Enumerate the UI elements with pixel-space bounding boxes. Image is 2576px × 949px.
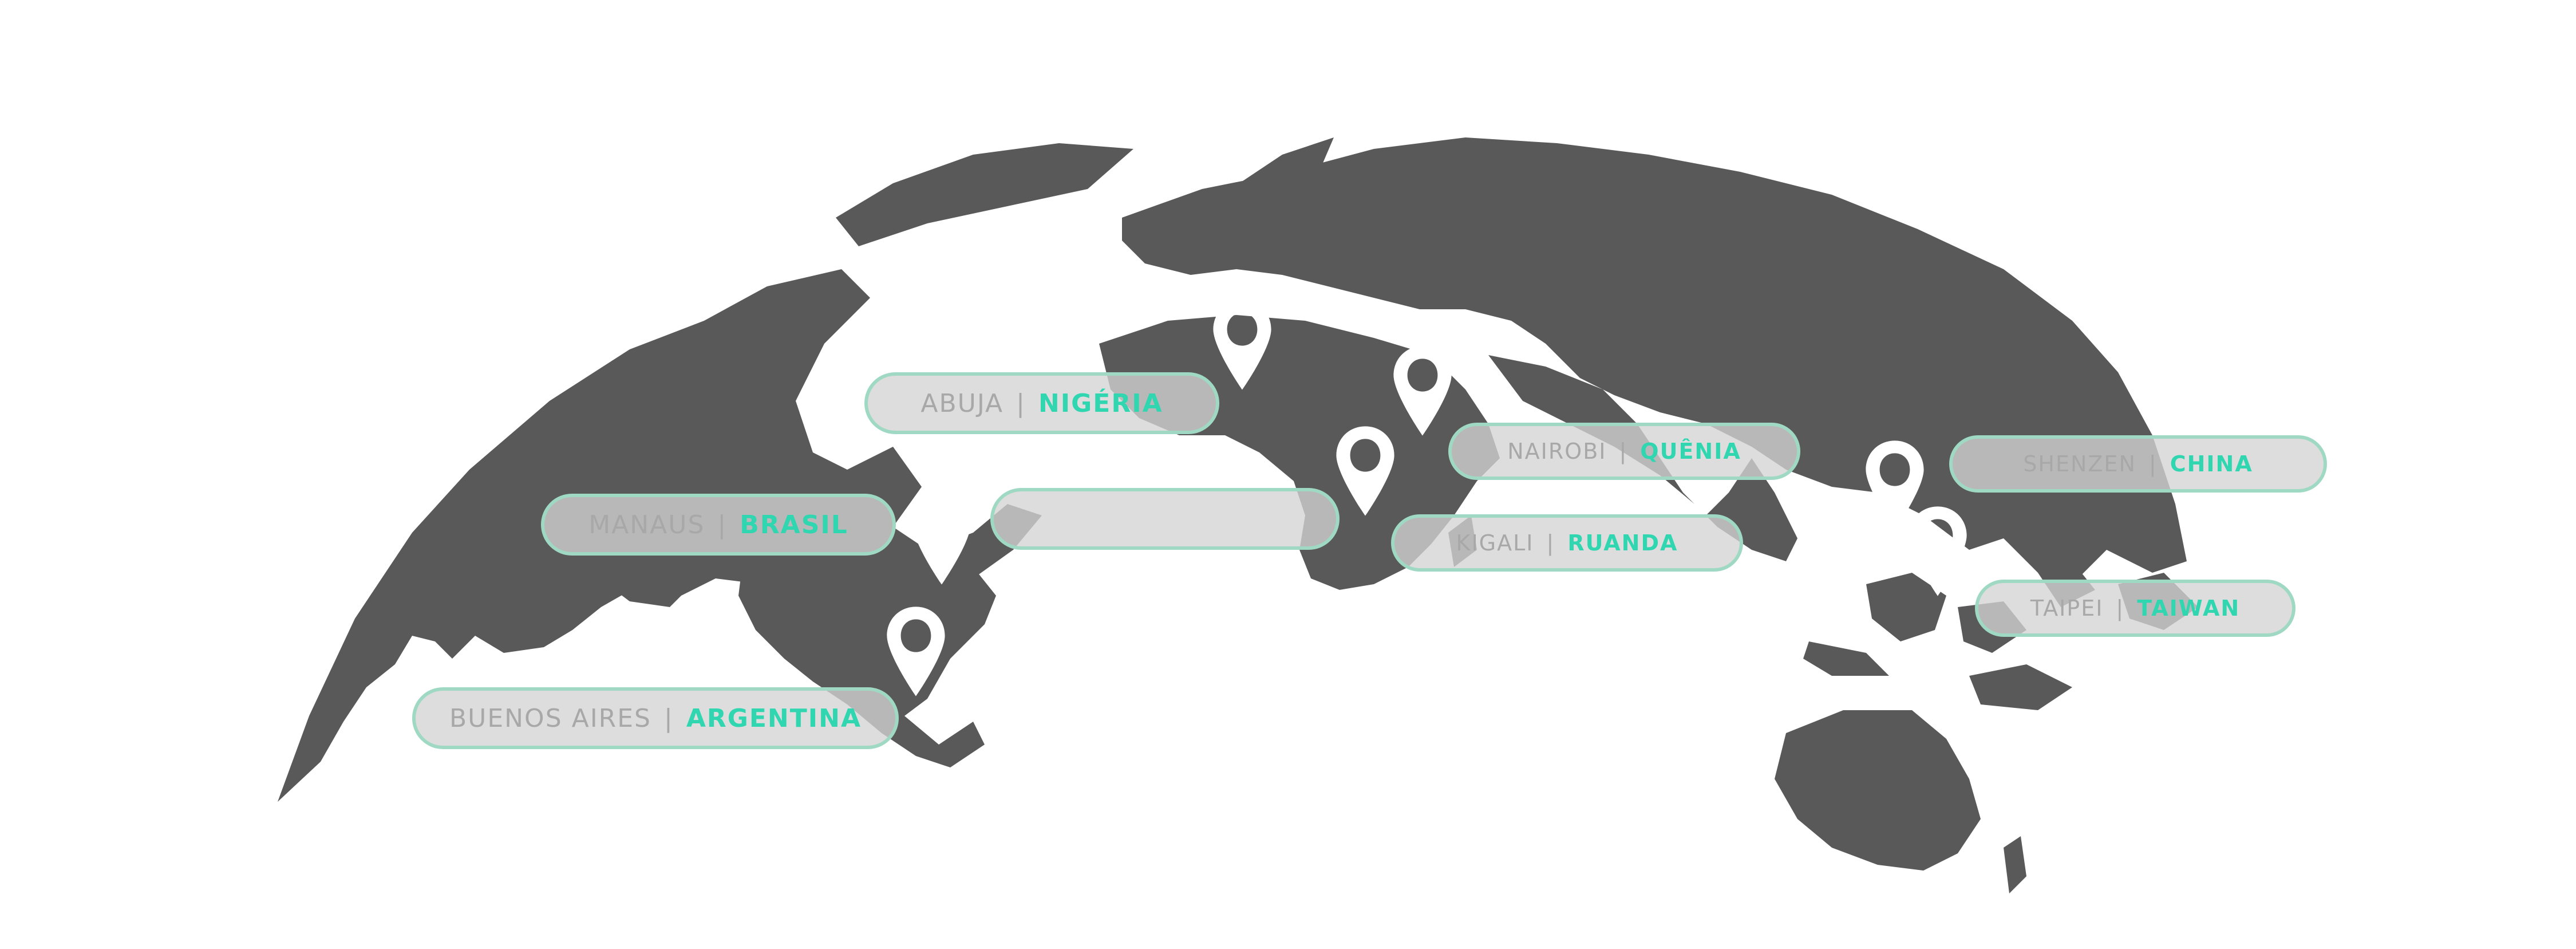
country-name: TAIWAN: [2137, 596, 2241, 621]
city-name: MANAUS: [588, 510, 705, 540]
country-name: CHINA: [2170, 451, 2253, 477]
country-name: QUÊNIA: [1640, 439, 1741, 464]
label-pill-manaus[interactable]: MANAUS | BRASIL: [541, 494, 896, 556]
separator: |: [1619, 439, 1628, 464]
country-name: ARGENTINA: [686, 703, 862, 733]
landmass-scandinavia: [1133, 137, 1334, 258]
label-pill-buenos-aires[interactable]: BUENOS AIRES | ARGENTINA: [412, 687, 899, 749]
country-name: BRASIL: [740, 510, 848, 540]
separator: |: [1546, 530, 1555, 556]
landmass-new-zealand: [2004, 836, 2026, 893]
landmass-new-guinea: [1969, 664, 2072, 710]
landmass-greenland: [836, 143, 1133, 246]
separator: |: [717, 510, 728, 540]
city-name: BUENOS AIRES: [449, 703, 651, 733]
city-name: TAIPEI: [2030, 596, 2104, 621]
label-pill-taipei[interactable]: TAIPEI | TAIWAN: [1975, 580, 2296, 637]
label-pill-blank[interactable]: [990, 488, 1340, 550]
label-pill-shenzen[interactable]: SHENZEN | CHINA: [1949, 435, 2327, 493]
landmass-australia: [1775, 710, 1981, 871]
city-name: SHENZEN: [2023, 451, 2136, 477]
landmass-caribbean: [607, 567, 693, 607]
separator: |: [1016, 388, 1026, 418]
country-name: NIGÉRIA: [1038, 388, 1163, 418]
label-pill-nairobi[interactable]: NAIROBI | QUÊNIA: [1448, 423, 1800, 480]
landmass-south-america: [738, 527, 996, 767]
separator: |: [2116, 596, 2125, 621]
landmass-arctic-islands: [607, 292, 790, 458]
label-pill-kigali[interactable]: KIGALI | RUANDA: [1391, 514, 1743, 572]
label-pill-abuja[interactable]: ABUJA | NIGÉRIA: [864, 372, 1219, 434]
separator: |: [664, 703, 674, 733]
city-name: NAIROBI: [1507, 439, 1607, 464]
city-name: ABUJA: [920, 388, 1004, 418]
country-name: RUANDA: [1567, 530, 1678, 556]
separator: |: [2148, 451, 2158, 477]
city-name: KIGALI: [1456, 530, 1534, 556]
